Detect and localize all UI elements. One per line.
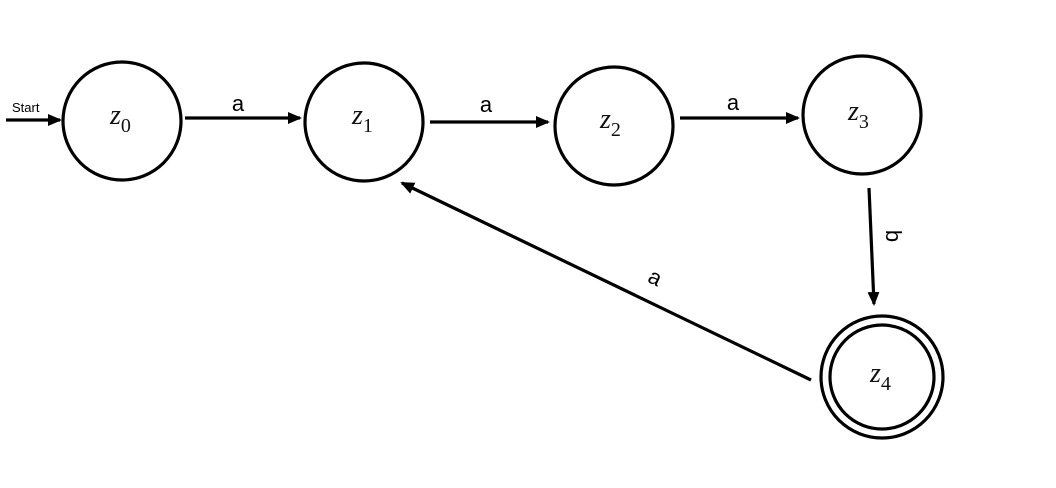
transition-label: a (480, 92, 493, 117)
state-label: z1 (351, 100, 373, 137)
state-z0[interactable]: z0 (61, 60, 183, 182)
transition-label: a (232, 91, 245, 116)
state-z3[interactable]: z3 (801, 54, 923, 176)
state-z2[interactable]: z2 (553, 65, 675, 187)
transition-z0-z1: a (185, 91, 302, 124)
state-z4-accepting[interactable]: z4 (819, 314, 945, 440)
state-label: z4 (869, 358, 891, 395)
transition-z4-z1: a (400, 181, 812, 382)
state-label: z0 (109, 100, 131, 137)
transition-label: b (881, 230, 906, 242)
transition-z1-z2: a (430, 92, 550, 128)
start-label: Start (12, 100, 40, 115)
transition-z2-z3: a (680, 90, 800, 124)
transition-label: a (727, 90, 740, 115)
transition-label: a (644, 263, 667, 291)
state-label: z2 (599, 104, 621, 141)
transition-z3-z4: b (867, 187, 906, 306)
state-label: z3 (847, 96, 869, 133)
start-arrow: Start (6, 100, 62, 126)
state-z1[interactable]: z1 (303, 61, 425, 183)
